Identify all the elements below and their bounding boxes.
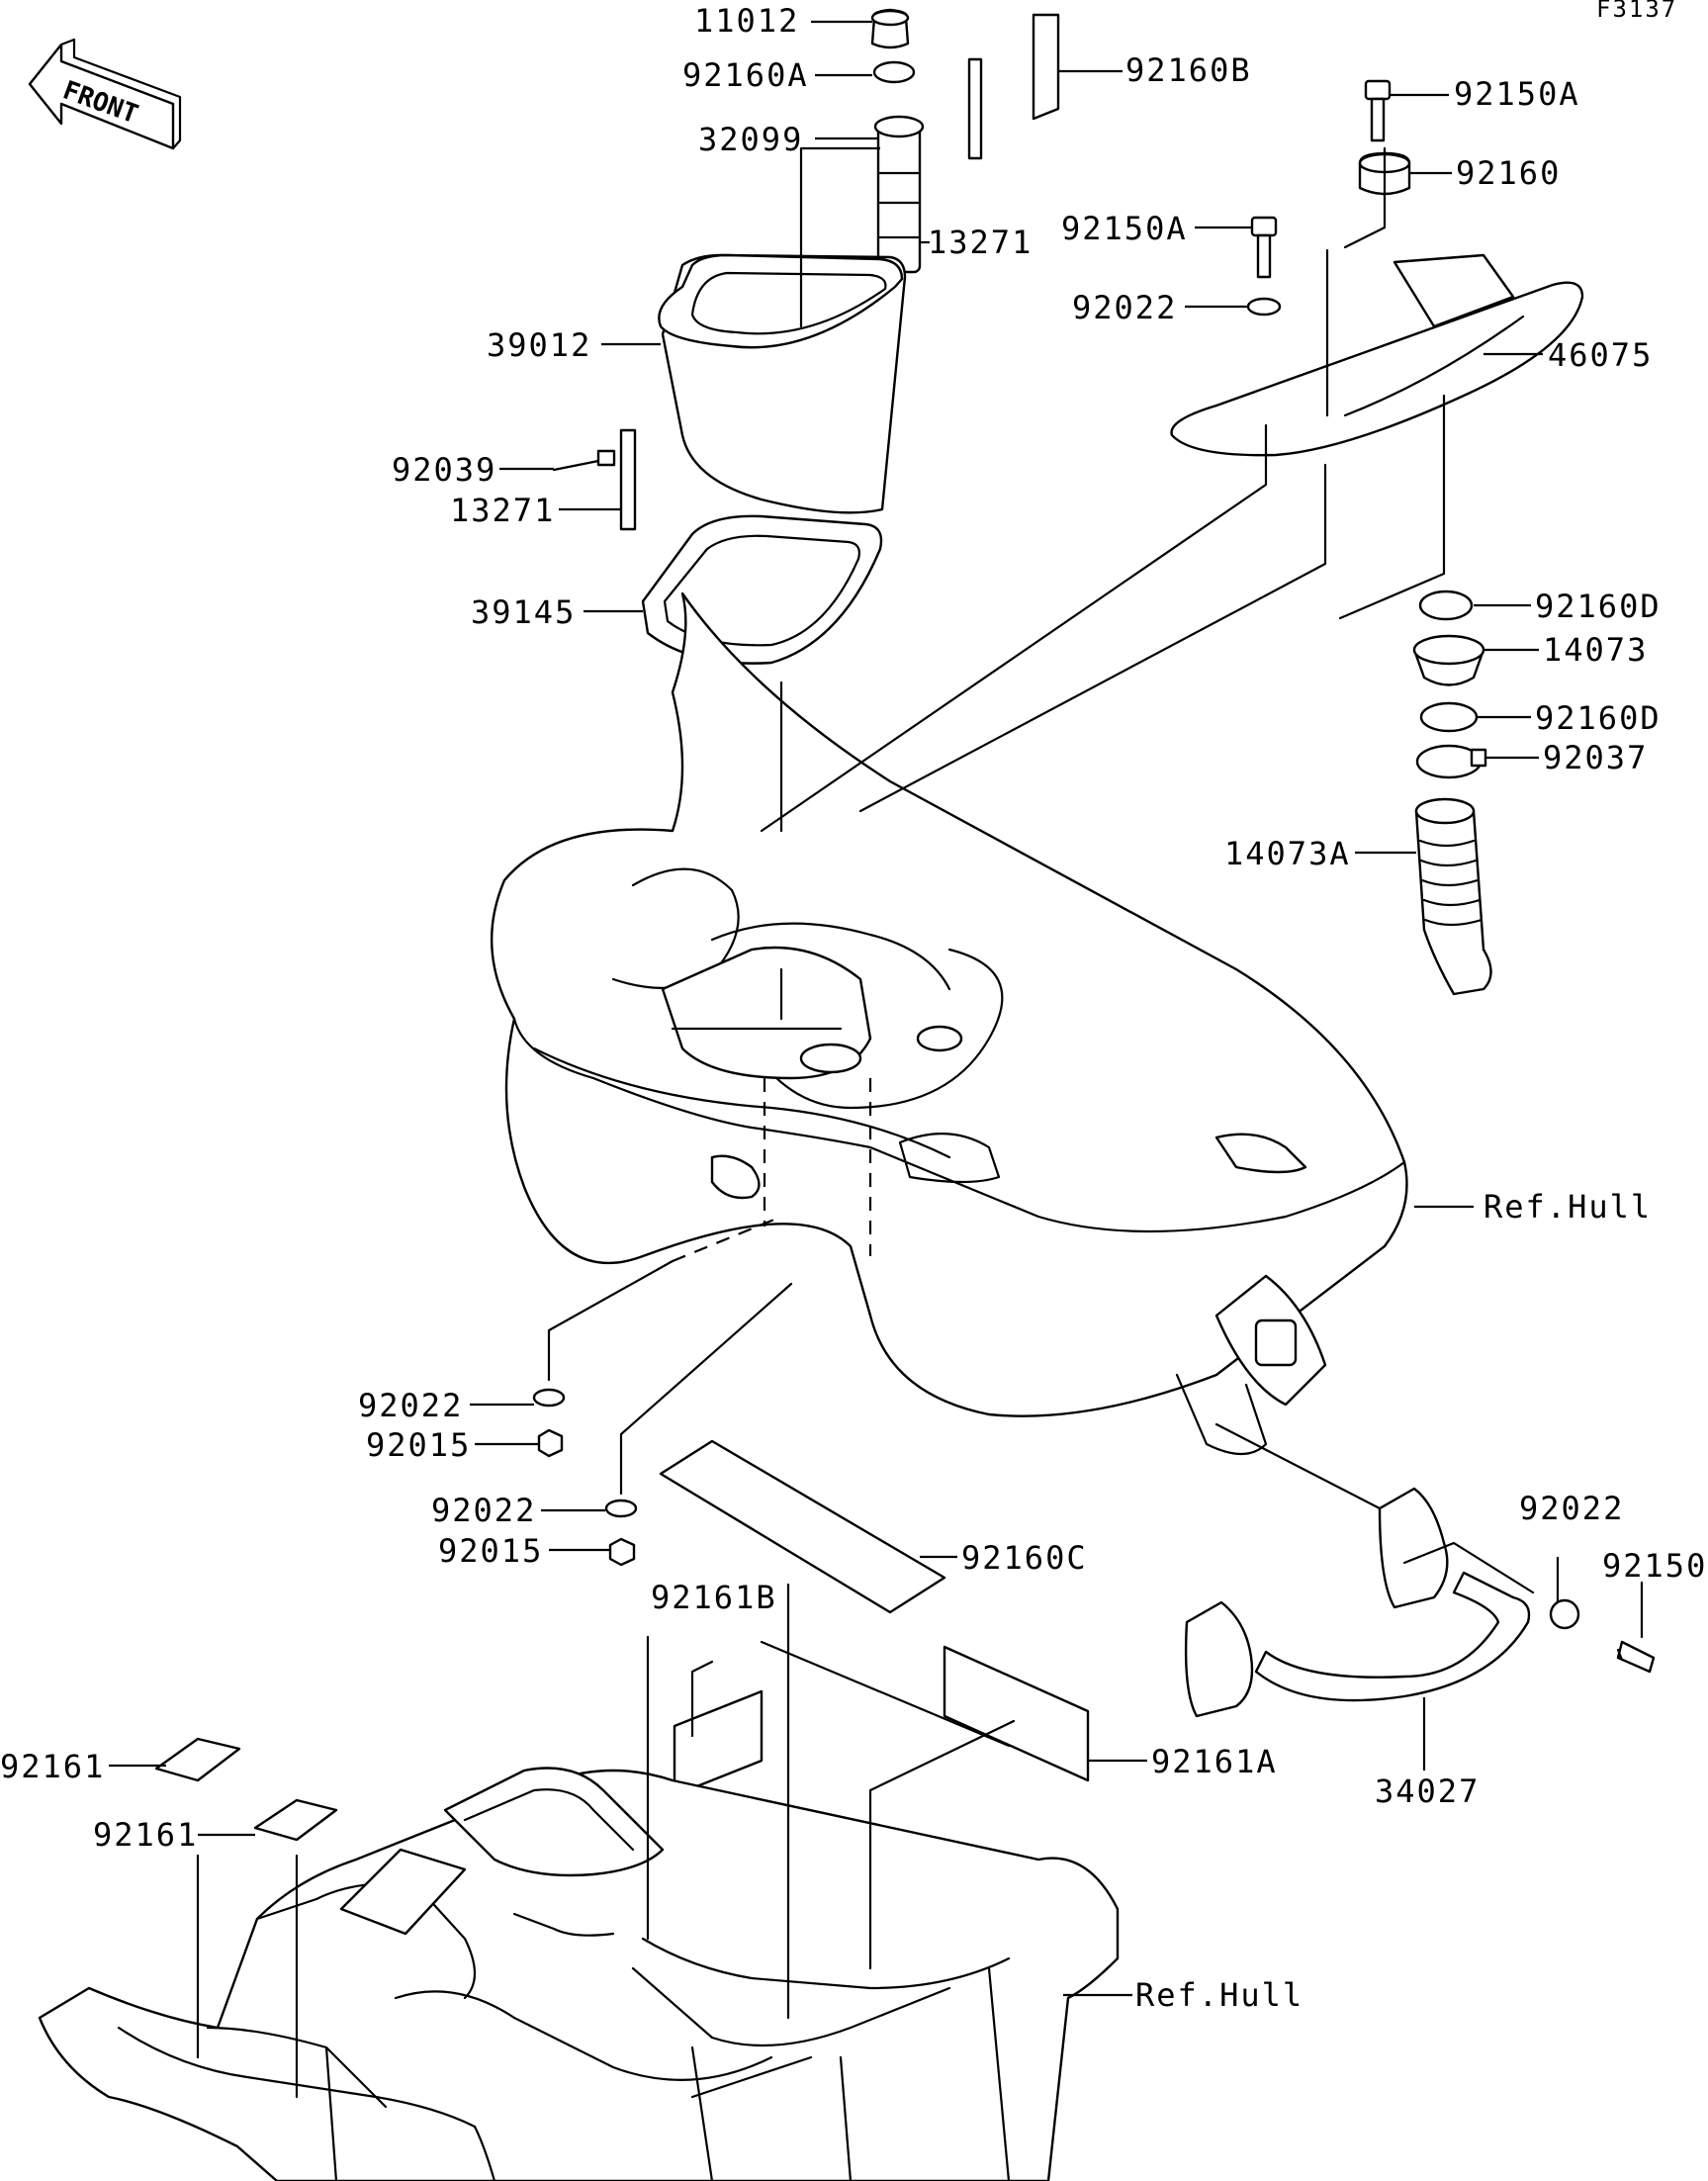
- align-lower-3: [760, 1640, 1011, 1748]
- label-92150A-mid: 92150A: [1061, 210, 1188, 247]
- label-92160D-a: 92160D: [1535, 588, 1662, 625]
- label-ref-hull-top: Ref.Hull: [1483, 1188, 1652, 1226]
- label-11012: 11012: [694, 2, 799, 40]
- washer-92022-l2: [604, 1499, 638, 1518]
- lead-l1-up: [547, 1259, 674, 1382]
- label-92150A-top: 92150A: [1454, 75, 1580, 113]
- storage-bin-39012: [658, 253, 907, 514]
- deck-hull-upper: [491, 591, 1408, 1455]
- label-92022-top: 92022: [1072, 289, 1177, 326]
- label-92161B: 92161B: [651, 1579, 777, 1616]
- label-92039: 92039: [392, 451, 496, 489]
- dash-line-c: [672, 1215, 782, 1263]
- label-92037: 92037: [1543, 739, 1648, 776]
- label-ref-hull-bottom: Ref.Hull: [1135, 1976, 1303, 2014]
- label-39145: 39145: [471, 593, 576, 631]
- align-line-4: [858, 463, 1327, 813]
- label-92160D-b: 92160D: [1535, 699, 1662, 737]
- align-line-7: [1343, 146, 1387, 249]
- nut-92015-l1: [537, 1428, 564, 1458]
- align-line-3: [760, 423, 1268, 833]
- filler-cap-11012: [870, 8, 910, 49]
- label-39012: 39012: [487, 326, 591, 364]
- label-92150: 92150: [1602, 1547, 1707, 1585]
- label-92022-l1: 92022: [358, 1387, 463, 1424]
- grommet-14073: [1412, 634, 1485, 686]
- decal-92161B: [673, 1689, 764, 1797]
- label-92160: 92160: [1456, 154, 1561, 192]
- bolt-92150: [1616, 1640, 1656, 1674]
- pad-92160B: [1032, 13, 1060, 121]
- grab-handle-46075: [1170, 253, 1584, 457]
- o-ring-92160D-a: [1418, 590, 1474, 621]
- label-34027: 34027: [1375, 1772, 1480, 1810]
- bolt-92039: [552, 449, 616, 472]
- label-92015-l1: 92015: [366, 1426, 471, 1464]
- label-92161-b: 92161: [93, 1816, 198, 1854]
- bracket-34027: [1184, 1487, 1535, 1718]
- washer-92022-l1: [532, 1388, 566, 1408]
- mat-92160C: [659, 1439, 946, 1614]
- o-ring-92160D-b: [1419, 701, 1479, 733]
- align-bracket: [1214, 1422, 1382, 1510]
- align-line-6: [1338, 394, 1446, 620]
- bolt-92150A-mid: [1250, 216, 1278, 279]
- nut-92015-l2: [608, 1537, 636, 1567]
- decal-92161-b: [253, 1798, 338, 1842]
- hull-lower: [38, 1767, 1120, 2181]
- clamp-92037: [1415, 744, 1487, 779]
- strap-13271-top: [967, 57, 983, 160]
- label-92160A: 92160A: [682, 56, 809, 94]
- label-92015-l2: 92015: [438, 1532, 543, 1570]
- label-92161-a: 92161: [0, 1748, 105, 1785]
- label-13271-top: 13271: [928, 224, 1033, 261]
- label-92022-right: 92022: [1519, 1490, 1624, 1527]
- decal-92161A: [943, 1645, 1090, 1782]
- filler-tube-32099: [873, 115, 925, 274]
- lead-l2-up: [619, 1282, 793, 1496]
- washer-92022-top: [1246, 297, 1282, 317]
- label-92160B: 92160B: [1125, 51, 1252, 89]
- bolt-92150A-top: [1364, 79, 1392, 142]
- label-92022-l2: 92022: [431, 1492, 536, 1529]
- washer-92022-right: [1549, 1598, 1580, 1630]
- hose-14073A: [1414, 797, 1492, 996]
- label-13271-left: 13271: [450, 492, 555, 529]
- decal-92161-a: [154, 1737, 241, 1782]
- label-92161A: 92161A: [1151, 1743, 1278, 1780]
- label-92160C: 92160C: [961, 1539, 1088, 1577]
- diagram-code: F3137: [1596, 0, 1677, 23]
- label-32099: 32099: [698, 121, 803, 158]
- front-arrow-icon: FRONT: [28, 38, 182, 150]
- align-lower-1: [690, 1660, 714, 1738]
- align-lower-5: [868, 1719, 1016, 1970]
- label-14073A: 14073A: [1224, 835, 1351, 872]
- strap-13271-left: [619, 428, 637, 531]
- gasket-39145: [641, 514, 883, 665]
- label-14073: 14073: [1543, 631, 1648, 669]
- seal-ring-92160A: [872, 60, 916, 84]
- label-46075: 46075: [1548, 336, 1653, 374]
